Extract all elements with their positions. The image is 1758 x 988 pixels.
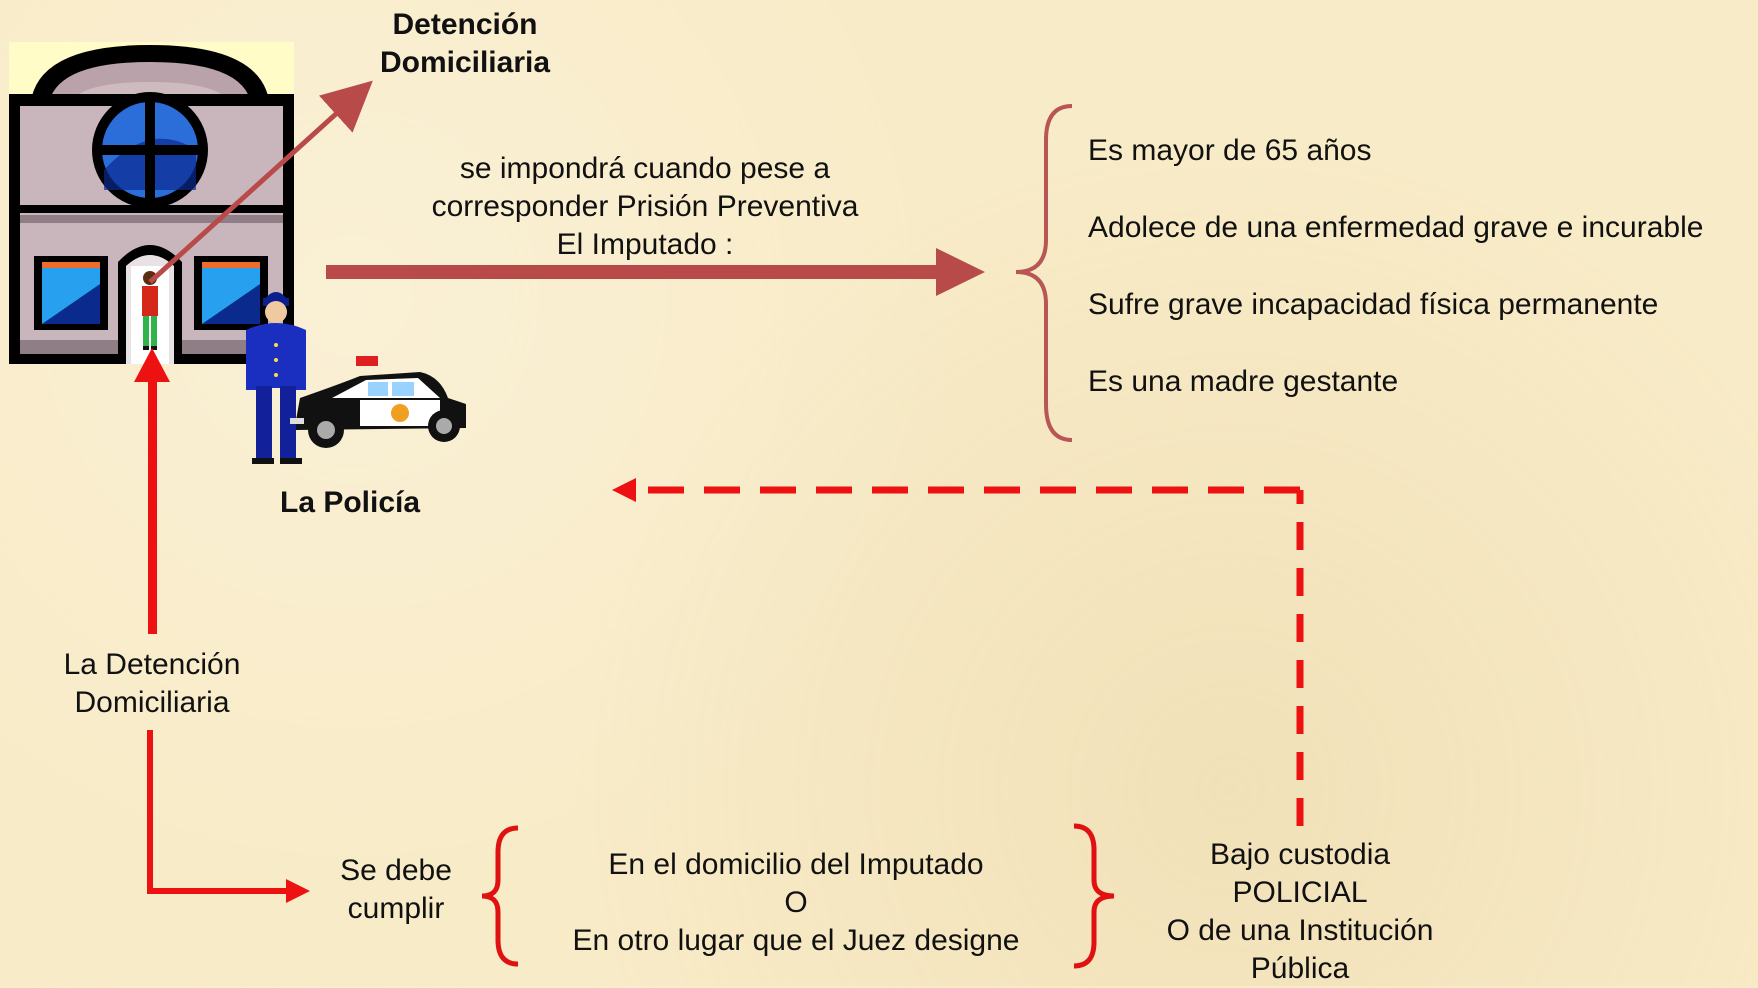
arrow-to-se-debe	[147, 730, 310, 903]
arrow-to-conditions	[326, 248, 985, 296]
condition-item: Sufre grave incapacidad física permanent…	[1088, 288, 1659, 321]
places-brace-left	[481, 825, 519, 967]
arrow-up-to-building	[134, 348, 170, 634]
intro-line-1: se impondrá cuando pese a	[459, 152, 831, 185]
places-brace-right	[1073, 823, 1115, 969]
condition-item: Es una madre gestante	[1088, 365, 1399, 398]
place-1: En el domicilio del Imputado	[608, 848, 984, 881]
title-line-1: Detención	[392, 8, 538, 41]
arrow-to-title	[148, 80, 373, 284]
custodia-line-1: Bajo custodia	[1209, 838, 1391, 871]
title-detencion: Detención Domiciliaria	[360, 6, 570, 82]
condition-item: Adolece de una enfermedad grave e incura…	[1088, 211, 1704, 244]
place-2: En otro lugar que el Juez designe	[572, 924, 1020, 957]
condition-intro: se impondrá cuando pese a corresponder P…	[400, 150, 890, 264]
conditions-brace	[1015, 104, 1073, 442]
custodia-text: Bajo custodia POLICIAL O de una Instituc…	[1140, 836, 1460, 988]
left-label-line-1: La Detención	[63, 648, 241, 681]
dashed-arrow-custodia	[612, 478, 1304, 826]
policeman-icon	[246, 292, 306, 464]
se-debe-line-2: cumplir	[347, 892, 445, 925]
places-list: En el domicilio del Imputado O En otro l…	[530, 846, 1062, 960]
police-car-icon	[290, 356, 466, 448]
label-policia: La Policía	[280, 486, 421, 519]
left-label: La Detención Domiciliaria	[30, 646, 274, 722]
left-label-line-2: Domiciliaria	[74, 686, 230, 719]
se-debe-line-1: Se debe	[340, 854, 452, 887]
intro-line-2: corresponder Prisión Preventiva	[431, 190, 859, 223]
se-debe-cumplir: Se debe cumplir	[318, 852, 474, 928]
intro-line-3: El Imputado :	[556, 228, 734, 261]
conditions-list: Es mayor de 65 años Adolece de una enfer…	[1088, 132, 1758, 440]
custodia-line-4: Pública	[1250, 952, 1350, 985]
custodia-line-2: POLICIAL	[1232, 876, 1368, 909]
condition-item: Es mayor de 65 años	[1088, 134, 1372, 167]
place-or: O	[784, 886, 808, 919]
title-line-2: Domiciliaria	[379, 46, 551, 79]
building-icon	[9, 42, 294, 364]
custodia-line-3: O de una Institución	[1166, 914, 1434, 947]
